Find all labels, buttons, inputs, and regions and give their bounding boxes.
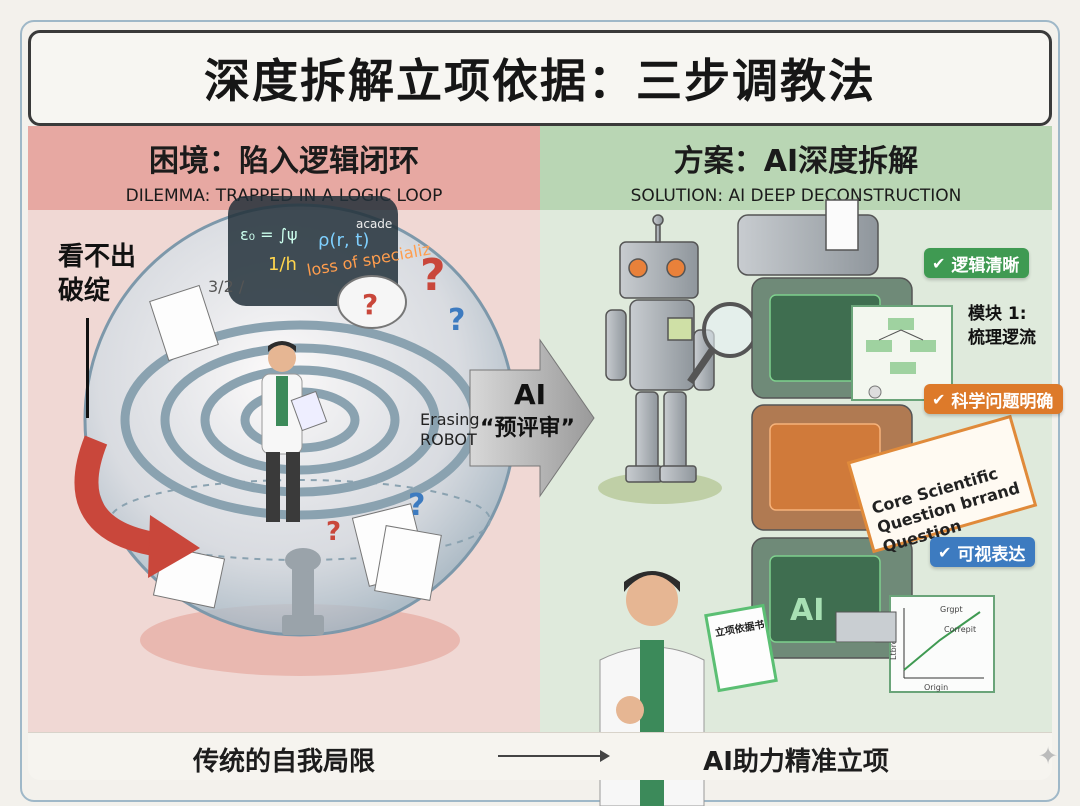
formula-2: ρ(r, t): [318, 230, 369, 251]
question-mark-icon: ?: [448, 303, 465, 338]
chart-label-3: Origin: [924, 683, 948, 692]
footer-right-caption: AI助力精准立项: [703, 747, 889, 777]
side-label: 看不出 破绽: [58, 240, 136, 308]
formula-1: ε₀ = ∫ψ: [240, 225, 298, 244]
arrow-label-small: Erasing ROBOT: [420, 410, 480, 450]
formula-5: 1/h: [268, 254, 297, 275]
check-icon: ✔: [932, 253, 946, 273]
output-tray: [835, 611, 897, 643]
scattered-papers: [149, 284, 442, 609]
side-label-line-1: 看不出: [58, 242, 137, 272]
arrow-label-robot: ROBOT: [420, 430, 477, 449]
badge-visual-expression-label: 可视表达: [957, 544, 1026, 565]
core-question-card: Core Scientific Question brrand Question: [846, 414, 1038, 556]
server-tower: [737, 199, 913, 659]
footer-arrow-icon: [498, 750, 610, 762]
solution-header: 方案：AI深度拆解 SOLUTION: AI DEEP DECONSTRUCTI…: [540, 126, 1052, 210]
proposal-document: 立项依据书: [704, 603, 778, 693]
question-mark-icon: ?: [362, 288, 378, 321]
magnifier-icon: [702, 302, 758, 358]
ai-block-text: AI: [790, 593, 824, 628]
dilemma-heading-cn: 困境：陷入逻辑闭环: [149, 144, 419, 179]
question-mark-icon: ?: [326, 517, 341, 547]
badge-question-clear-label: 科学问题明确: [951, 391, 1054, 412]
formula-6: 3/2 /: [208, 277, 245, 296]
title-banner: 深度拆解立项依据：三步调教法: [28, 30, 1052, 126]
module-label-line-1: 模块 1:: [968, 304, 1027, 324]
sparkle-icon: ✦: [1038, 742, 1059, 770]
arrow-label-cn: “预评审”: [480, 416, 575, 441]
footer-bar: 传统的自我局限 AI助力精准立项: [28, 732, 1052, 780]
loop-arrow: [74, 435, 162, 557]
check-icon: ✔: [938, 542, 952, 562]
trapped-scientist: [261, 341, 328, 522]
chart-label-1: Grgpt: [940, 605, 963, 614]
solution-heading-cn: 方案：AI深度拆解: [673, 144, 919, 179]
center-arrow: [469, 338, 595, 498]
side-label-line-2: 破绽: [58, 276, 111, 306]
thought-bubble: [337, 275, 407, 329]
chart-card: Grgpt Correpit Origin Ltbrerb: [889, 595, 995, 693]
badge-logic-clear-label: 逻辑清晰: [951, 255, 1020, 276]
magnifier-handle: [687, 348, 715, 384]
chart-label-2: Correpit: [944, 625, 976, 634]
module-label: 模块 1: 梳理逻流: [968, 302, 1036, 350]
check-icon: ✔: [932, 389, 946, 409]
question-mark-icon: ?: [408, 488, 425, 523]
page-title: 深度拆解立项依据：三步调教法: [204, 54, 876, 108]
arrow-label-erasing: Erasing: [420, 410, 480, 429]
badge-visual-expression: ✔ 可视表达: [930, 537, 1036, 567]
solution-heading-en: SOLUTION: AI DEEP DECONSTRUCTION: [630, 186, 962, 206]
badge-question-clear: ✔ 科学问题明确: [924, 384, 1064, 414]
side-pointer-line: [86, 318, 89, 418]
badge-logic-clear: ✔ 逻辑清晰: [924, 248, 1030, 278]
question-mark-icon: ?: [420, 250, 446, 301]
robot-stand: [282, 548, 324, 635]
robot: [598, 214, 722, 504]
arrow-label-ai: AI: [514, 378, 547, 411]
footer-left-caption: 传统的自我局限: [192, 747, 375, 777]
formula-3: acade: [356, 217, 392, 231]
module-label-line-2: 梳理逻流: [968, 328, 1036, 348]
floor-shadow: [140, 604, 460, 676]
chart-label-4: Ltbrerb: [889, 631, 898, 660]
